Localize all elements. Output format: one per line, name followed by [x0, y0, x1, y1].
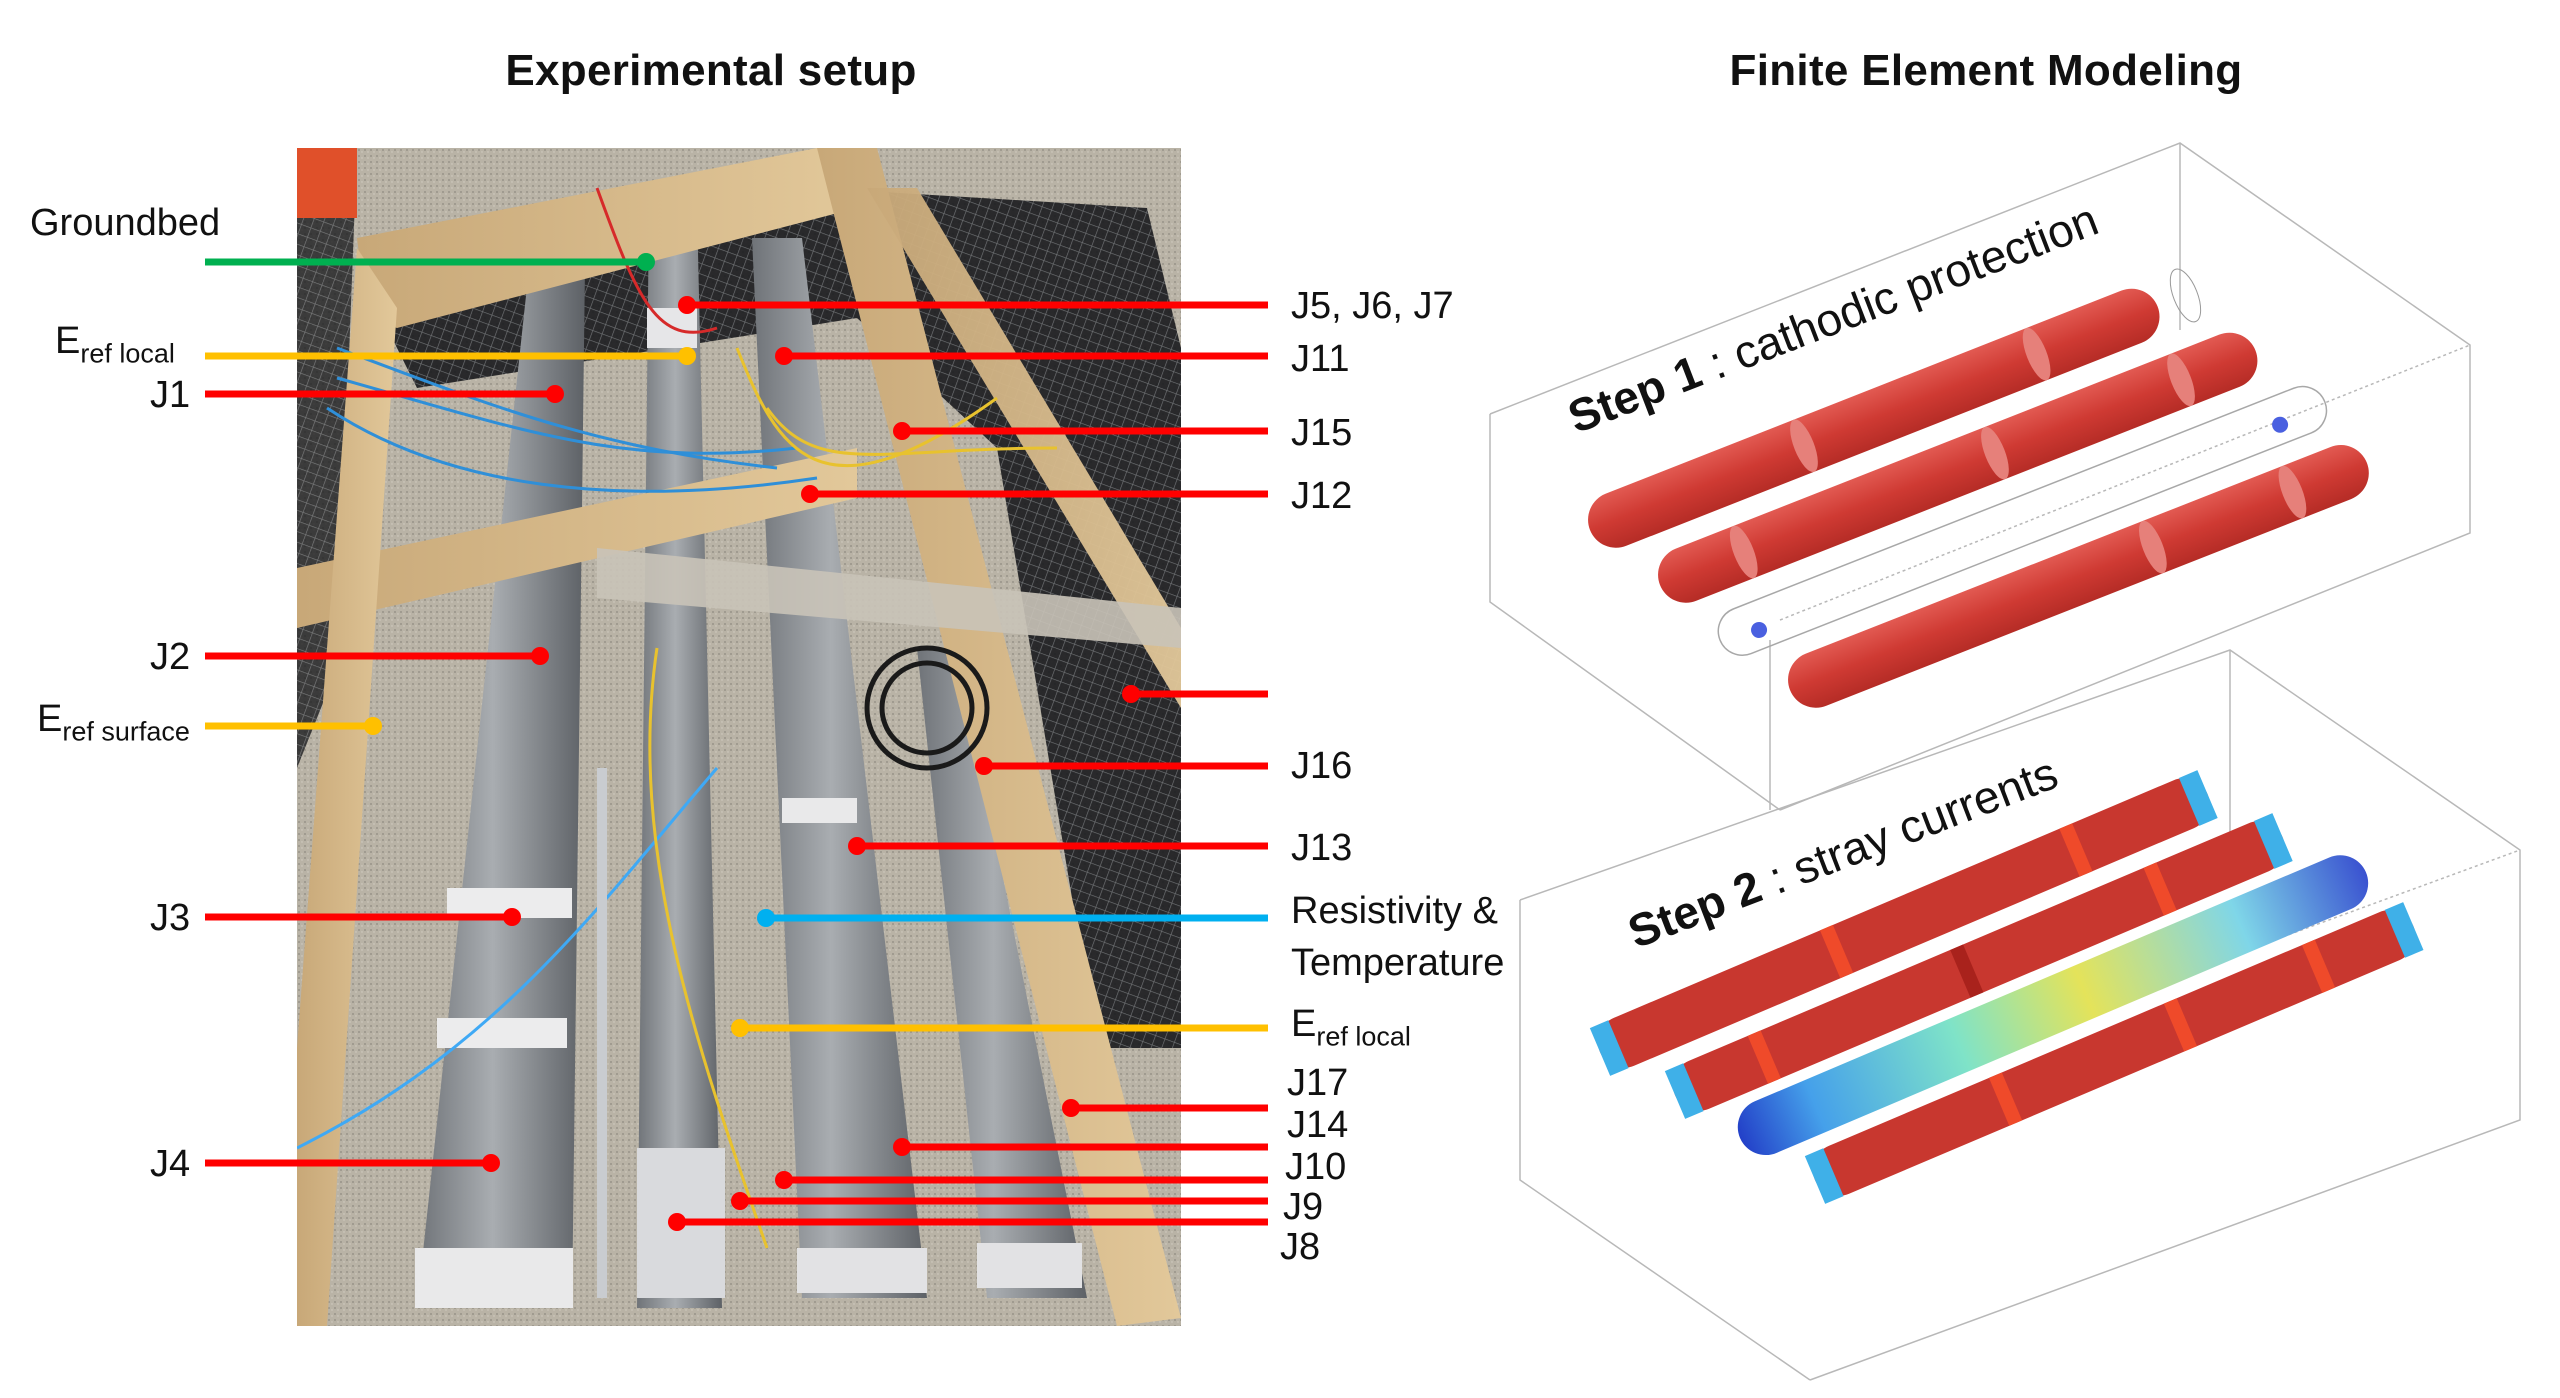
j4-label: J4 [150, 1143, 191, 1185]
j1-marker [546, 385, 564, 403]
orange-barrier [297, 148, 357, 218]
j5-j6-j7-marker [678, 296, 696, 314]
step2-pipe-2 [1664, 813, 2293, 1119]
pipe-right-2 [917, 648, 1087, 1298]
eref-local-top-marker [678, 347, 696, 365]
j1-label: J1 [150, 374, 191, 416]
eref-main-text: E [37, 698, 63, 740]
step2-pipe-3-stray-current [1737, 855, 2369, 1156]
j15-label: J15 [1291, 412, 1353, 454]
experimental-setup-title: Experimental setup [505, 46, 917, 95]
unlabeled-marker [1122, 685, 1140, 703]
step1-domain-box [1489, 142, 2471, 811]
eref-sub-text: ref surface [62, 716, 190, 747]
j17-label: J17 [1287, 1062, 1349, 1104]
j4-marker [482, 1154, 500, 1172]
resistivity-marker [757, 909, 775, 927]
j12-label: J12 [1291, 475, 1353, 517]
fem-title: Finite Element Modeling [1729, 46, 2243, 95]
j10-label: J10 [1285, 1146, 1347, 1188]
j14-marker [893, 1138, 911, 1156]
step1-pipes [1588, 268, 2369, 708]
eref-sub-text: ref local [1316, 1021, 1411, 1052]
eref-sub-text: ref local [80, 338, 175, 369]
step1-pipe-4 [1788, 445, 2369, 708]
ruler [597, 768, 607, 1298]
cables [297, 187, 1058, 1249]
resistivity-label-line1: Resistivity & [1291, 890, 1498, 932]
j2-marker [531, 647, 549, 665]
j8-marker [668, 1213, 686, 1231]
j13-marker [848, 837, 866, 855]
j9-label: J9 [1283, 1186, 1324, 1228]
j2-label: J2 [150, 636, 191, 678]
step1-pipe-1 [1588, 268, 2202, 548]
step2-pipe-1 [1589, 770, 2218, 1076]
step2-pipe-4 [1804, 902, 2424, 1204]
eref-surface-marker [364, 717, 382, 735]
j17-marker [1062, 1099, 1080, 1117]
j11-label: J11 [1291, 338, 1350, 380]
j10-marker [775, 1171, 793, 1189]
j12-marker [801, 485, 819, 503]
wire-mesh [357, 188, 1181, 1048]
eref-local-bottom-label: Eref local [1291, 1005, 1411, 1050]
eref-local-top-label: Eref local [55, 322, 175, 367]
j13-label: J13 [1291, 827, 1353, 869]
step2-pipes [1589, 770, 2424, 1204]
groundbed-marker [637, 253, 655, 271]
resistivity-label-line2: Temperature [1291, 942, 1505, 984]
eref-surface-label: Eref surface [37, 700, 190, 745]
j8-label: J8 [1280, 1226, 1321, 1268]
j3-marker [503, 908, 521, 926]
j15-marker [893, 422, 911, 440]
eref-main-text: E [55, 320, 81, 362]
j14-label: J14 [1287, 1104, 1349, 1146]
eref-main-text: E [1291, 1003, 1317, 1045]
step1-pipe-2 [1658, 332, 2258, 603]
groundbed-label: Groundbed [30, 202, 221, 244]
step1-pipe-3-transparent [1717, 385, 2328, 656]
j5-j6-j7-label: J5, J6, J7 [1291, 285, 1454, 327]
j9-marker [731, 1192, 749, 1210]
eref-local-bottom-marker [731, 1019, 749, 1037]
j3-label: J3 [150, 897, 191, 939]
j16-label: J16 [1291, 745, 1353, 787]
j11-marker [775, 347, 793, 365]
j16-marker [975, 757, 993, 775]
